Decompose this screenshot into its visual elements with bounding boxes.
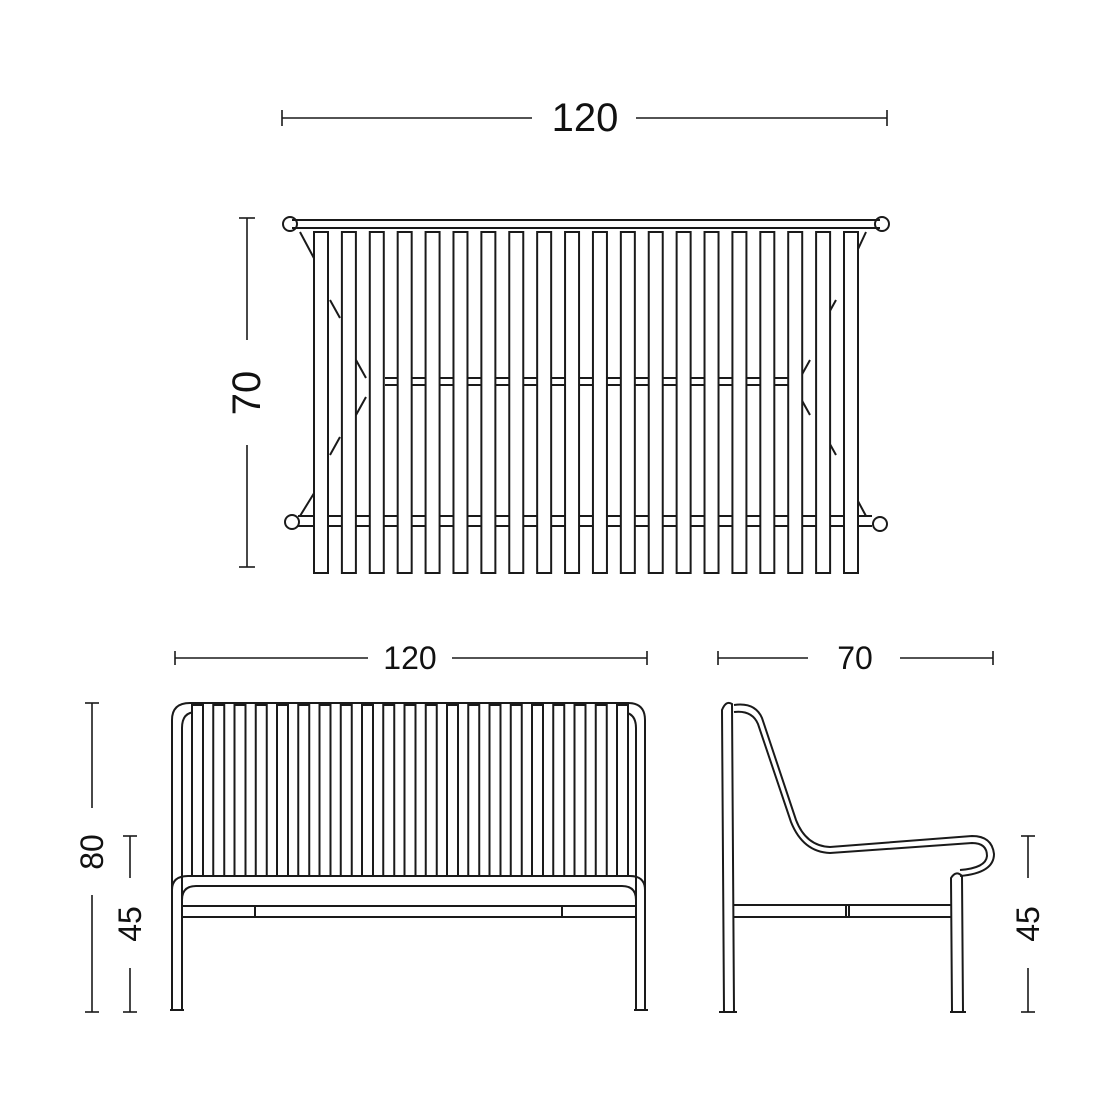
slat [675,231,692,574]
side-view: 70 45 [717,640,1046,1013]
front-view: 120 80 45 [74,640,648,1013]
dimension-side-depth: 70 [717,640,994,676]
front-view-slats [191,704,629,877]
slat [382,704,396,877]
slat [368,231,385,574]
slat [191,704,204,877]
dimension-front-height: 80 [74,702,110,1013]
top-depth-label: 70 [225,371,269,416]
slat [254,704,268,877]
slat [403,704,417,877]
slat [815,231,832,574]
slat [564,231,581,574]
slat [536,231,553,574]
slat [509,704,523,877]
slat [616,704,629,877]
front-height-label: 80 [74,834,110,870]
dimension-side-seat-height: 45 [1010,835,1046,1013]
slat [573,704,587,877]
slat [396,231,413,574]
slat [508,231,525,574]
slat [424,231,441,574]
slat [594,704,608,877]
slat [339,704,353,877]
slat [467,704,481,877]
side-seat-height-label: 45 [1010,906,1046,942]
front-width-label: 120 [383,640,436,676]
slat [759,231,776,574]
dimension-top-width: 120 [281,96,888,140]
top-width-label: 120 [552,96,619,140]
slat [731,231,748,574]
slat [313,231,329,574]
top-view: 120 70 [225,96,890,574]
slat [591,231,608,574]
front-seat-height-label: 45 [112,906,148,942]
front-view-frame [170,702,648,1011]
slat [488,704,502,877]
slat [480,231,497,574]
slat [340,231,357,574]
slat [452,231,469,574]
slat [233,704,247,877]
slat [446,704,459,877]
slat [318,704,332,877]
slat [552,704,566,877]
slat [647,231,664,574]
slat [619,231,636,574]
slat [843,231,859,574]
top-view-slats [313,231,859,574]
side-depth-label: 70 [837,640,873,676]
dimension-front-seat-height: 45 [112,835,148,1013]
side-view-frame [719,701,996,1013]
slat [531,704,544,877]
slat [276,704,289,877]
dimension-top-depth: 70 [225,217,269,568]
slat [424,704,438,877]
dimension-front-width: 120 [174,640,648,676]
slat [212,704,226,877]
slat [703,231,720,574]
slat [297,704,311,877]
slat [361,704,374,877]
slat [787,231,804,574]
